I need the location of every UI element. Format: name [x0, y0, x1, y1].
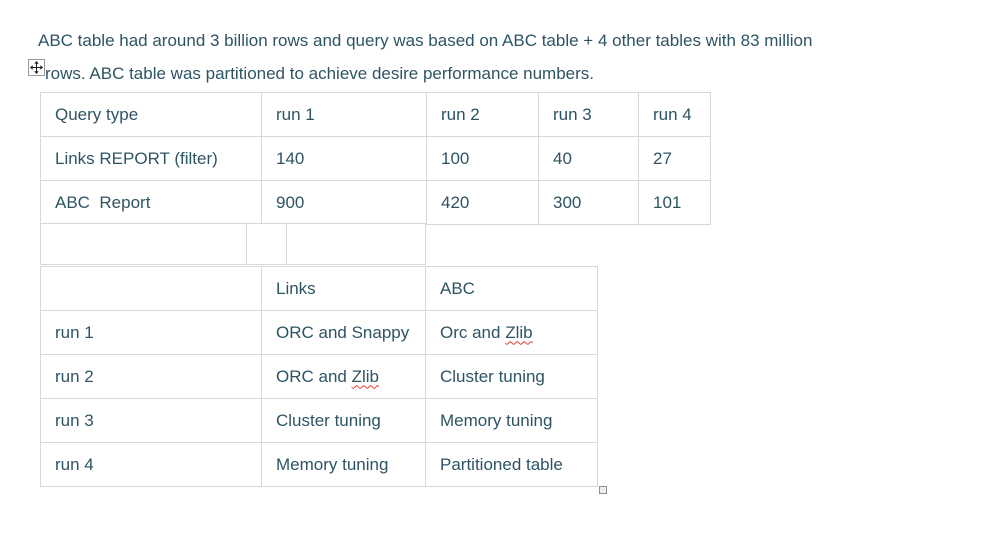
header-abc[interactable]: ABC	[425, 266, 598, 311]
tuning-header-row: Links ABC	[40, 266, 598, 311]
tuning-row-run-4: run 4 Memory tuning Partitioned table	[40, 442, 598, 487]
empty-cell[interactable]	[246, 223, 287, 265]
row-label-cell[interactable]: ABC Report	[40, 180, 262, 225]
value-cell[interactable]: 100	[426, 136, 539, 181]
run-label-cell[interactable]: run 3	[40, 398, 262, 443]
value-cell[interactable]: 40	[538, 136, 639, 181]
performance-row-links-report: Links REPORT (filter) 140 100 40 27	[40, 136, 711, 181]
links-cell[interactable]: Cluster tuning	[261, 398, 426, 443]
abc-cell[interactable]: Partitioned table	[425, 442, 598, 487]
header-query-type[interactable]: Query type	[40, 92, 262, 137]
performance-row-abc-report: ABC Report 900 420 300 101	[40, 180, 711, 225]
tuning-row-run-2: run 2 ORC and Zlib Cluster tuning	[40, 354, 598, 399]
table-resize-handle[interactable]	[599, 486, 607, 494]
spacer-table	[40, 223, 426, 265]
tuning-row-run-3: run 3 Cluster tuning Memory tuning	[40, 398, 598, 443]
misspelled-word: Zlib	[351, 366, 379, 386]
table-move-handle-icon[interactable]	[28, 59, 45, 76]
header-run-2[interactable]: run 2	[426, 92, 539, 137]
four-way-arrow-icon	[30, 61, 43, 74]
links-cell[interactable]: Memory tuning	[261, 442, 426, 487]
value-cell[interactable]: 140	[261, 136, 427, 181]
links-cell[interactable]: ORC and Snappy	[261, 310, 426, 355]
paragraph-line-1: ABC table had around 3 billion rows and …	[38, 31, 813, 50]
tuning-table: Links ABC run 1 ORC and Snappy Orc and Z…	[40, 266, 598, 487]
abc-cell[interactable]: Memory tuning	[425, 398, 598, 443]
value-cell[interactable]: 101	[638, 180, 711, 225]
spacer-row	[40, 223, 426, 265]
header-links[interactable]: Links	[261, 266, 426, 311]
performance-header-row: Query type run 1 run 2 run 3 run 4	[40, 92, 711, 137]
row-label-cell[interactable]: Links REPORT (filter)	[40, 136, 262, 181]
header-run-4[interactable]: run 4	[638, 92, 711, 137]
intro-paragraph: ABC table had around 3 billion rows and …	[38, 24, 812, 90]
cell-text: ORC and	[276, 366, 352, 386]
run-label-cell[interactable]: run 2	[40, 354, 262, 399]
value-cell[interactable]: 420	[426, 180, 539, 225]
run-label-cell[interactable]: run 4	[40, 442, 262, 487]
header-run-3[interactable]: run 3	[538, 92, 639, 137]
tuning-row-run-1: run 1 ORC and Snappy Orc and Zlib	[40, 310, 598, 355]
empty-header-cell[interactable]	[40, 266, 262, 311]
value-cell[interactable]: 27	[638, 136, 711, 181]
value-cell[interactable]: 900	[261, 180, 427, 225]
paragraph-line-2: rows. ABC table was partitioned to achie…	[45, 64, 594, 83]
cell-text: Orc and	[440, 322, 506, 342]
abc-cell[interactable]: Cluster tuning	[425, 354, 598, 399]
value-cell[interactable]: 300	[538, 180, 639, 225]
header-run-1[interactable]: run 1	[261, 92, 427, 137]
abc-cell[interactable]: Orc and Zlib	[425, 310, 598, 355]
empty-cell[interactable]	[40, 223, 247, 265]
performance-table: Query type run 1 run 2 run 3 run 4 Links…	[40, 92, 711, 225]
links-cell[interactable]: ORC and Zlib	[261, 354, 426, 399]
empty-cell[interactable]	[286, 223, 426, 265]
misspelled-word: Zlib	[505, 322, 533, 342]
run-label-cell[interactable]: run 1	[40, 310, 262, 355]
